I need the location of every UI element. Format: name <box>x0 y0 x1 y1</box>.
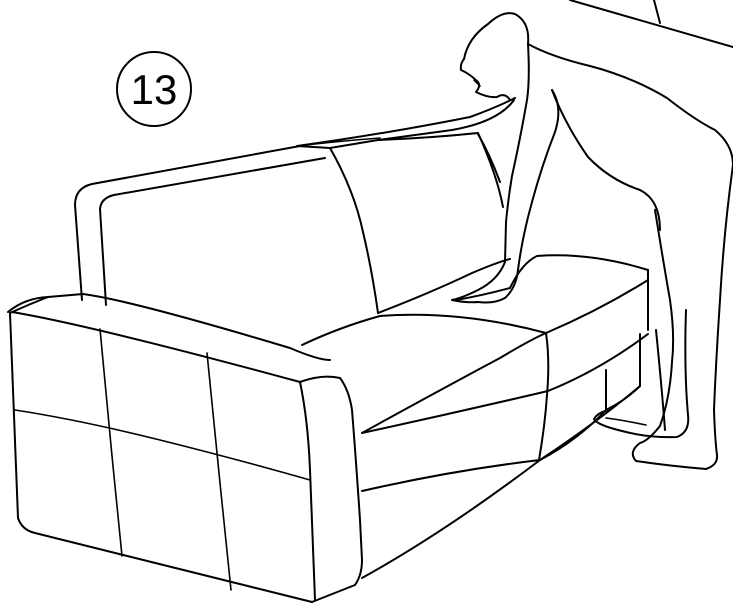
step-number: 13 <box>131 66 178 113</box>
cabinet-corner <box>570 0 733 47</box>
person-figure <box>452 13 733 469</box>
person-leg-front <box>633 210 717 469</box>
armrest-grid <box>100 329 122 556</box>
armrest-top <box>8 294 330 360</box>
sofa <box>8 98 648 602</box>
person-face <box>461 59 510 100</box>
person-torso <box>552 90 660 230</box>
step-badge: 13 <box>117 52 191 126</box>
back-cushion-left <box>330 148 378 313</box>
person-arm <box>452 44 558 303</box>
sofa-back-inner <box>100 158 325 305</box>
seat-cushion-right <box>456 255 648 300</box>
back-cushion-bottom <box>378 259 510 313</box>
person-leg-back <box>714 165 733 455</box>
seat-cushion-left <box>302 315 546 433</box>
armrest-front <box>10 313 312 602</box>
